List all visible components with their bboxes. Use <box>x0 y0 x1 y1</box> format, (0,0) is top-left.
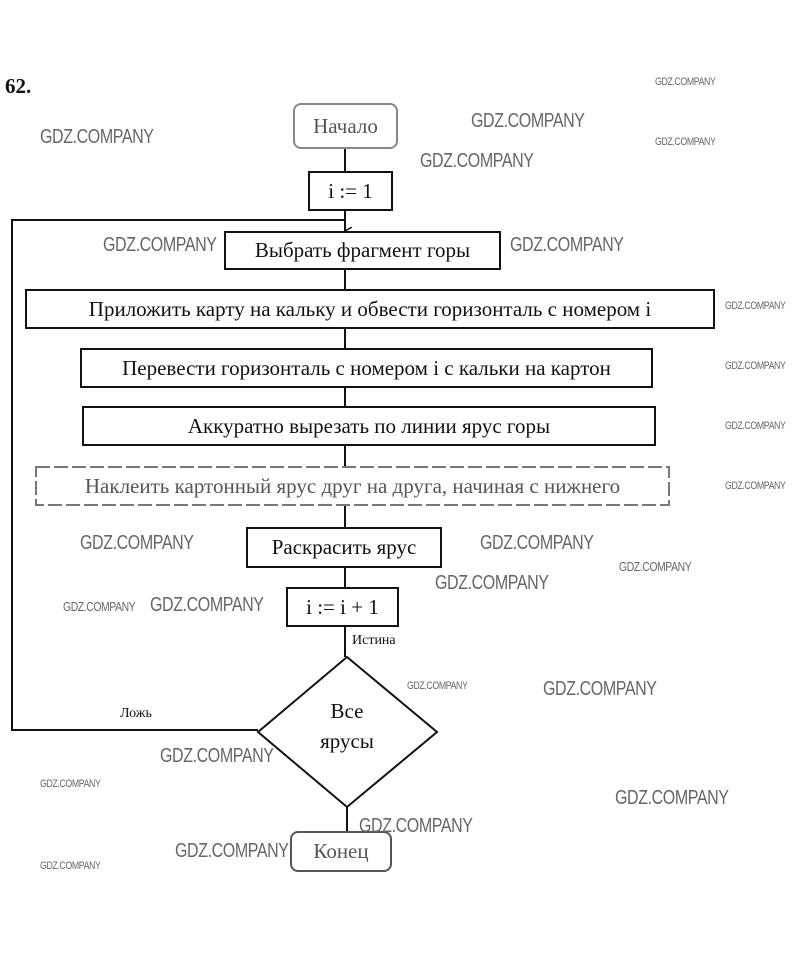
condition-label-line2: ярусы <box>320 728 374 753</box>
step-box-3 <box>80 348 653 388</box>
step-box-4 <box>82 406 656 446</box>
problem-number: 62. <box>5 74 32 98</box>
step-label-3: Перевести горизонталь с номером i с каль… <box>122 355 611 380</box>
increment-box <box>286 587 399 627</box>
step-box-5 <box>35 466 670 506</box>
start-terminal <box>293 103 398 149</box>
step-box-6 <box>246 527 442 568</box>
true-label: Истина <box>352 633 396 648</box>
start-label: Начало <box>313 113 378 138</box>
step-label-6: Раскрасить ярус <box>271 535 417 559</box>
step-label-2: Приложить карту на кальку и обвести гори… <box>88 296 652 321</box>
init-box <box>308 171 393 211</box>
step-label-5: Наклеить картонный ярус друг на друга, н… <box>84 473 621 498</box>
end-terminal <box>290 831 392 872</box>
end-label: Конец <box>313 839 369 863</box>
increment-label: i := i + 1 <box>306 594 379 619</box>
false-label: Ложь <box>120 706 152 721</box>
step-label-4: Аккуратно вырезать по линии ярус горы <box>187 413 551 438</box>
loop-back-line <box>11 219 345 731</box>
condition-diamond <box>256 655 439 809</box>
step-box-2 <box>25 289 715 329</box>
step-box-1 <box>224 231 501 270</box>
init-label: i := 1 <box>328 178 373 203</box>
step-label-1: Выбрать фрагмент горы <box>254 238 471 262</box>
condition-label-line1: Все <box>330 698 364 723</box>
